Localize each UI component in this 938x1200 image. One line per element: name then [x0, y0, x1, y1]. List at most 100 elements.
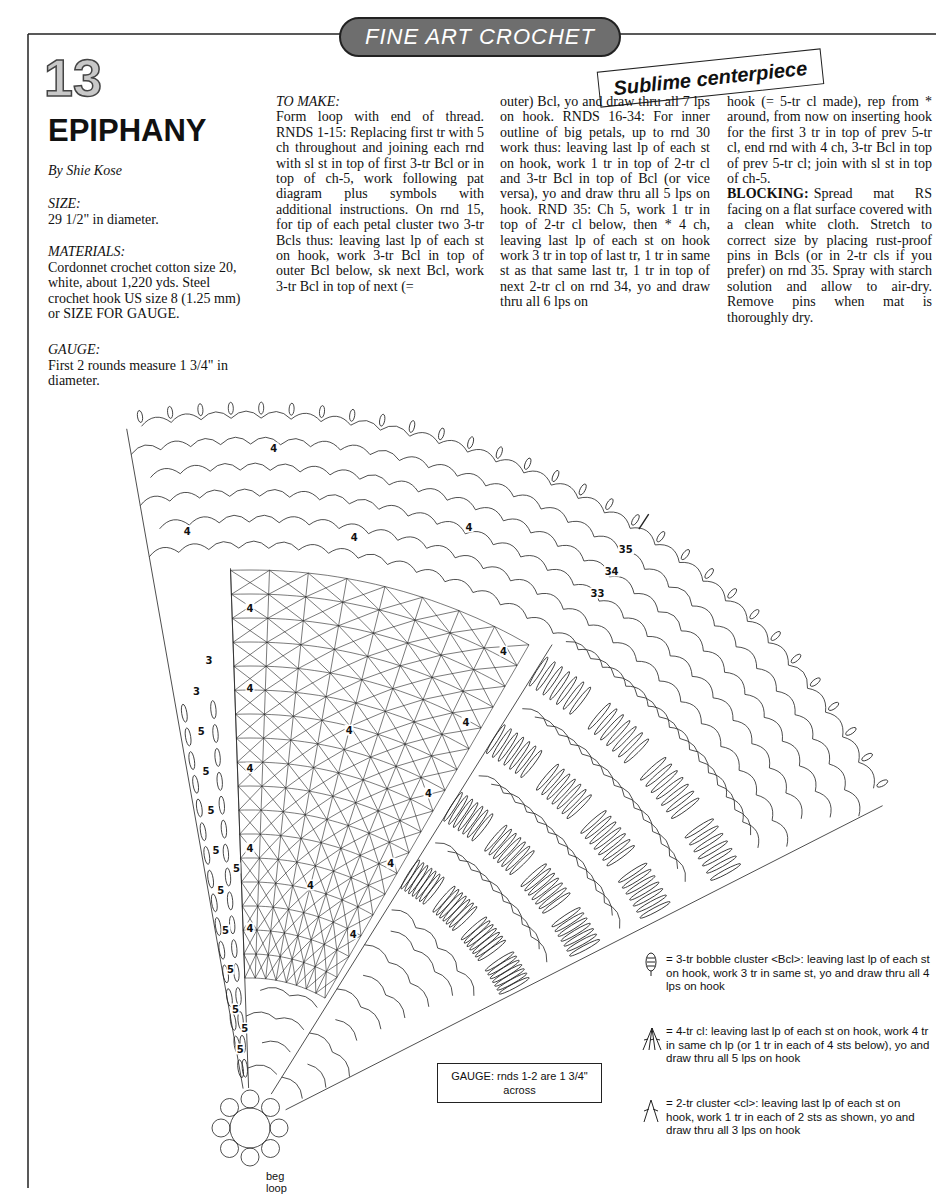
size-text: 29 1/2" in diameter.: [48, 212, 253, 227]
edge-bobble: [655, 530, 666, 543]
chain-loops: [337, 989, 381, 1029]
petal-bobble: [508, 849, 535, 876]
round-number: 5: [216, 884, 225, 895]
banner-text: FINE ART CROCHET: [365, 25, 595, 49]
petal-bobble: [540, 768, 566, 796]
petal-bobble: [508, 740, 532, 770]
petal-bobble: [421, 876, 445, 906]
round-number: 4: [246, 763, 255, 774]
bobble: [184, 728, 192, 747]
bobble: [192, 775, 200, 794]
instructions: hook (= 5-tr cl made), rep from * around…: [727, 94, 932, 186]
round-end-marker: [639, 514, 649, 529]
crochet-chart: [127, 402, 889, 1166]
round-number: 35: [618, 544, 634, 555]
chain-loops: [522, 709, 685, 882]
edge-bobble: [437, 427, 445, 440]
chain-loops: [262, 1041, 290, 1052]
text-column: hook (= 5-tr cl made), rep from * around…: [727, 94, 932, 325]
edge-bobble: [349, 409, 356, 422]
petal-bobble: [520, 862, 548, 888]
round-number: 4: [424, 787, 433, 798]
petal-bobble: [551, 906, 582, 929]
text-column: TO MAKE:Form loop with end of thread. RN…: [276, 94, 484, 294]
chain-loops: [282, 1077, 303, 1099]
gauge-text: First 2 rounds measure 1 3/4" in diamete…: [48, 358, 253, 389]
chain-loops: [131, 437, 860, 816]
section-heading: BLOCKING:: [727, 186, 809, 201]
edge-bobble: [289, 403, 295, 415]
chain-loops: [535, 717, 678, 869]
round-number: 4: [350, 532, 359, 543]
two-tr-cluster-symbol: [644, 1100, 658, 1122]
round-number: 34: [604, 566, 620, 577]
edge-bobble: [703, 567, 715, 579]
petal-bobble: [514, 745, 538, 775]
bobble: [180, 704, 188, 723]
bobble: [218, 796, 225, 814]
round-number: 4: [349, 928, 358, 939]
petal-bobble: [461, 805, 485, 835]
petal-bobble: [477, 939, 507, 963]
bobble: [221, 820, 228, 838]
bobble: [223, 844, 230, 862]
beg-loop-petal: [241, 1090, 259, 1108]
beg-loop-petal: [221, 1140, 239, 1158]
petal-bobble: [709, 862, 741, 882]
petal-bobble: [550, 778, 576, 806]
edge-bobble: [319, 405, 325, 417]
petal-bobble: [561, 788, 588, 815]
edge-bobble: [578, 483, 588, 496]
round-number: 33: [590, 587, 606, 598]
petal-bobble: [497, 732, 520, 763]
chain-loops: [309, 1033, 349, 1077]
round-number: 3: [192, 686, 201, 697]
round-number: 4: [246, 843, 255, 854]
petal-bobble: [531, 876, 560, 901]
petal-bobble: [496, 971, 528, 991]
gauge-text: GAUGE: rnds 1-2 are 1 3/4" across: [444, 1069, 595, 1097]
mesh: [231, 570, 530, 998]
four-tr-cluster-symbol: [643, 1028, 661, 1050]
chain-loops: [435, 843, 539, 949]
petal-bobble: [588, 820, 617, 845]
title-banner: FINE ART CROCHET: [339, 17, 621, 57]
petal-bobble: [568, 686, 592, 716]
materials-text: Cordonnet crochet cotton size 20, white,…: [48, 260, 253, 322]
edge-bobble: [228, 402, 233, 414]
petal-bobble: [602, 838, 632, 862]
petal-bobble: [560, 922, 591, 943]
petal-bobble: [606, 844, 636, 868]
edge-bobble: [809, 676, 822, 687]
petal-bobble: [492, 832, 518, 860]
petal-bobble: [584, 815, 613, 841]
round-number: 5: [240, 1023, 249, 1034]
edge-bobble: [197, 404, 203, 416]
round-number: 4: [269, 443, 278, 454]
petal-bobble: [597, 832, 626, 856]
round-number: 4: [462, 716, 471, 727]
petal-bobble: [519, 749, 543, 779]
petal-bobble: [496, 836, 522, 864]
round-number: 5: [232, 863, 241, 874]
round-number: 4: [386, 858, 395, 869]
section-heading: SIZE:: [48, 196, 81, 212]
chain-loops: [392, 910, 474, 996]
round-number: 4: [246, 603, 255, 614]
petal-bobble: [566, 932, 598, 952]
petal-bobble: [523, 867, 552, 893]
bobble: [207, 870, 215, 889]
legend-text: = 2-tr cluster <cl>: leaving last lp of …: [666, 1097, 930, 1138]
chain-loops: [246, 1012, 304, 1030]
petal-bobble: [556, 783, 583, 811]
chain-loops: [151, 463, 832, 817]
bobble: [188, 751, 196, 770]
bobble: [199, 822, 207, 841]
edge-bobble: [748, 608, 760, 620]
petal-bobble: [534, 881, 563, 905]
petal-bobble: [500, 840, 527, 868]
petal-bobble: [451, 905, 478, 932]
chain-loops: [448, 851, 547, 962]
chain-loops: [479, 776, 620, 929]
edge-bobble: [408, 420, 416, 433]
